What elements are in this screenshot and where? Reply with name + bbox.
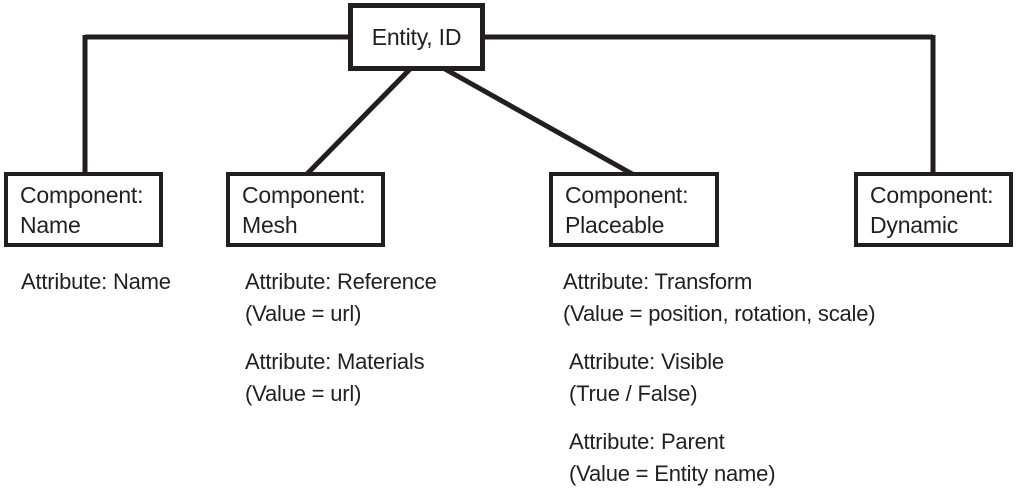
connector-diagonal-mesh: [304, 62, 417, 177]
attribute-value: (Value = Entity name): [569, 461, 776, 486]
attribute-name: Attribute: Reference: [245, 269, 437, 294]
attribute-value: (Value = url): [245, 381, 362, 406]
attribute-value: (Value = position, rotation, scale): [563, 301, 876, 326]
node-component-dynamic-line1: Component:: [870, 181, 994, 208]
node-component-placeable: Component: Placeable: [549, 172, 719, 247]
node-component-placeable-line2: Placeable: [565, 211, 665, 238]
connector-diagonal-placeable: [434, 61, 636, 178]
node-entity-id-label: Entity, ID: [371, 24, 462, 50]
node-component-name-line1: Component:: [20, 181, 144, 208]
node-component-placeable-line1: Component:: [565, 181, 689, 208]
attribute-item: Attribute: Transform (Value = position, …: [563, 266, 876, 330]
attribute-value: (True / False): [569, 381, 698, 406]
attribute-item: Attribute: Visible (True / False): [569, 346, 875, 410]
attribute-item: Attribute: Reference (Value = url): [245, 266, 437, 330]
node-entity-id: Entity, ID: [348, 3, 485, 71]
node-component-dynamic: Component: Dynamic: [854, 172, 1013, 247]
attributes-placeable: Attribute: Transform (Value = position, …: [563, 266, 876, 490]
node-component-dynamic-line2: Dynamic: [870, 211, 959, 238]
attribute-name: Attribute: Name: [21, 269, 171, 294]
attributes-mesh: Attribute: Reference (Value = url) Attri…: [245, 266, 437, 426]
node-component-mesh: Component: Mesh: [226, 172, 385, 247]
attribute-value: (Value = url): [245, 301, 362, 326]
attribute-item: Attribute: Materials (Value = url): [245, 346, 437, 410]
attribute-name: Attribute: Visible: [569, 349, 724, 374]
attribute-item: Attribute: Parent (Value = Entity name): [569, 426, 875, 490]
attribute-name: Attribute: Materials: [245, 349, 425, 374]
attribute-name: Attribute: Parent: [569, 429, 725, 454]
node-component-mesh-line2: Mesh: [242, 211, 298, 238]
node-component-name-line2: Name: [20, 211, 81, 238]
attributes-name: Attribute: Name: [21, 266, 171, 314]
node-component-name: Component: Name: [4, 172, 163, 247]
attribute-name: Attribute: Transform: [563, 269, 753, 294]
node-component-mesh-line1: Component:: [242, 181, 366, 208]
attribute-item: Attribute: Name: [21, 266, 171, 298]
